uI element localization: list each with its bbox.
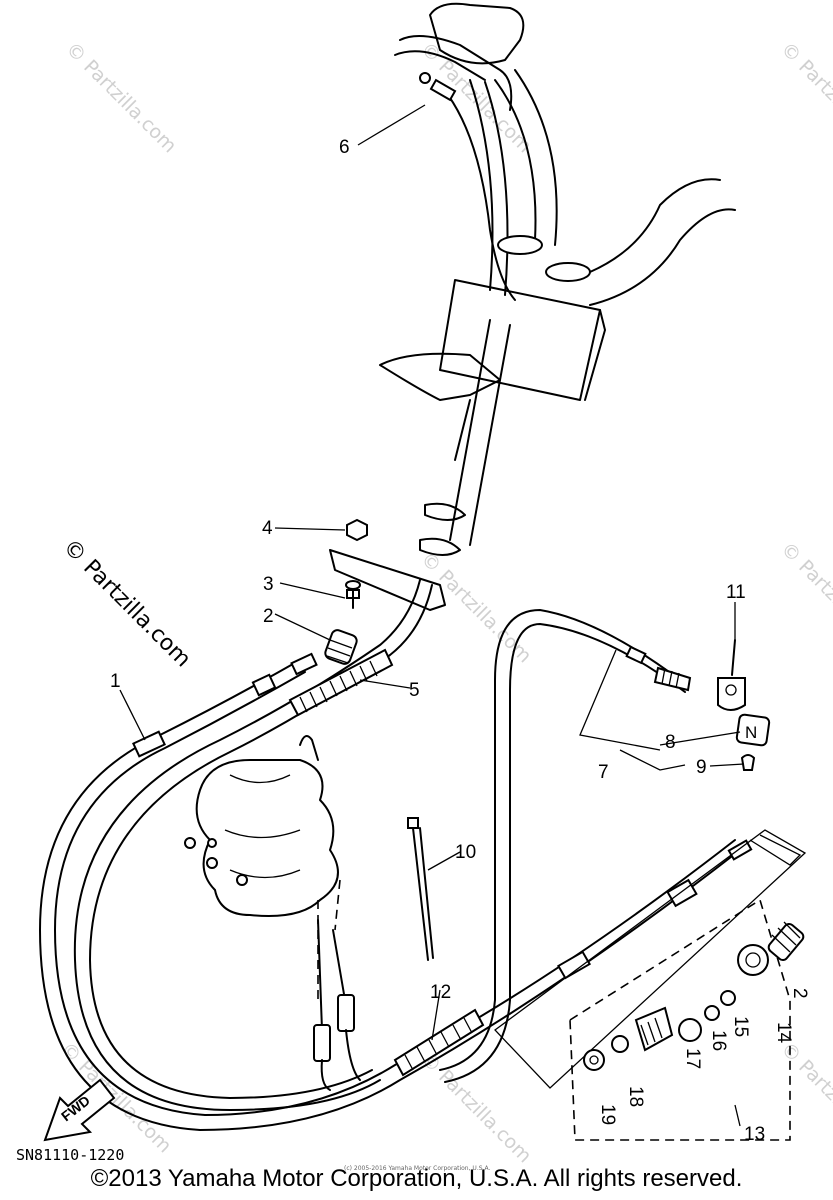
- callout-16: 16: [708, 1030, 729, 1051]
- callout-17: 17: [682, 1048, 703, 1069]
- callout-18: 18: [625, 1086, 646, 1107]
- protector-12: [393, 1008, 485, 1077]
- parts-8-9-11: N: [717, 639, 771, 771]
- exploded-fittings: [494, 829, 807, 1141]
- fwd-arrow: FWD: [43, 1078, 116, 1142]
- cable-tie-10: [407, 817, 434, 961]
- diagram-part-code: SN81110-1220: [16, 1146, 124, 1164]
- watermark: © Partzilla.com: [61, 38, 180, 157]
- copyright-footer: ©2013 Yamaha Motor Corporation, U.S.A. A…: [90, 1165, 743, 1192]
- callout-12: 12: [430, 982, 451, 1003]
- watermark: © Partzilla.com: [776, 1038, 833, 1157]
- handlebar-assembly: [329, 2, 736, 611]
- callout-8: 8: [665, 732, 676, 753]
- callout-3: 3: [263, 574, 274, 595]
- callouts: 1 2 3 4 5 6 7 8 9 10 11 12 13 14 15 16 1…: [110, 137, 810, 1145]
- callout-13: 13: [744, 1124, 765, 1145]
- leader-lines: [119, 104, 745, 1127]
- small-parts: [324, 518, 368, 665]
- watermark-dark: © Partzilla.com: [58, 535, 196, 673]
- callout-14: 14: [773, 1022, 794, 1044]
- cable-7: [439, 609, 692, 1083]
- callout-2-fitting: 2: [789, 988, 810, 999]
- watermark: © Partzilla.com: [416, 1048, 535, 1167]
- cable-1: [39, 652, 741, 1131]
- callout-4: 4: [262, 518, 273, 539]
- watermark: © Partzilla.com: [776, 38, 833, 157]
- cable-5: [73, 579, 433, 1111]
- callout-1: 1: [110, 671, 121, 692]
- callout-9: 9: [696, 757, 707, 778]
- callout-11: 11: [726, 582, 746, 603]
- callout-19: 19: [597, 1104, 618, 1125]
- watermark: © Partzilla.com: [776, 538, 833, 657]
- lower-cable-ends: [313, 919, 361, 1091]
- fine-print: (c) 2005-2016 Yamaha Motor Corporation, …: [344, 1165, 490, 1172]
- engine-block: [184, 735, 341, 1000]
- callout-10: 10: [455, 842, 476, 863]
- neutral-label: N: [745, 723, 757, 742]
- callout-15: 15: [730, 1016, 751, 1037]
- callout-5: 5: [409, 680, 420, 701]
- callout-7: 7: [598, 762, 609, 783]
- callout-2: 2: [263, 606, 274, 627]
- callout-6: 6: [339, 137, 350, 158]
- throttle-cable-upper: [419, 72, 516, 301]
